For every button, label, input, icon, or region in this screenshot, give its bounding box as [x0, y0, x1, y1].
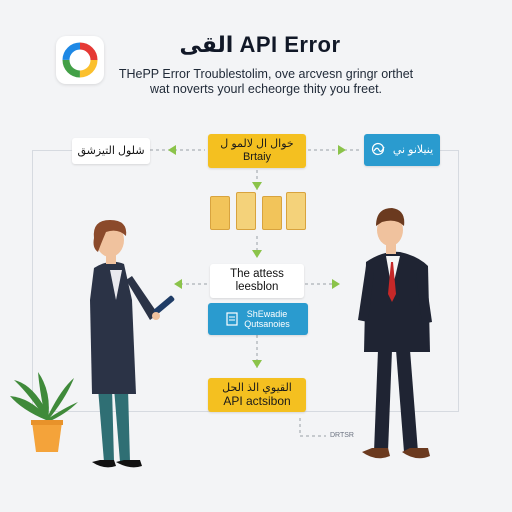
- frame-top-left-line: [32, 150, 72, 151]
- center-step-box: The attess leesblon: [210, 264, 304, 298]
- document-sheet: [236, 192, 256, 230]
- arrow-down-1: [252, 182, 262, 190]
- blue-mid-label-2: Qutsanoies: [244, 319, 290, 329]
- frame-right-line: [458, 150, 459, 412]
- document-sheet: [262, 196, 282, 230]
- bottom-step-label-1: القيوي الذ الحل: [222, 382, 292, 394]
- right-step-box: ينيلانو ني: [364, 134, 440, 166]
- blue-mid-text: ShEwadie Qutsanoies: [244, 309, 290, 329]
- subtitle-line-1: THePP Error Troublestolim, ove arcvesn g…: [118, 67, 414, 81]
- subtitle-line-2: wat noverts yourl echeorge thity you fre…: [149, 82, 383, 96]
- signature-icon: [371, 142, 387, 158]
- document-sheet: [286, 192, 306, 230]
- center-step-label-2: leesblon: [235, 281, 279, 293]
- arrow-to-top-box: [338, 145, 346, 155]
- arrow-to-left-box: [168, 145, 176, 155]
- page-title: القى API Error: [179, 32, 341, 57]
- left-step-box: شلول التيزشق: [72, 138, 150, 164]
- document-icon: [226, 311, 238, 327]
- ring-logo-icon: [56, 36, 104, 84]
- footnote-caption: DRTSR: [330, 432, 354, 439]
- top-step-label-1: خوال ال لالمو ل: [220, 138, 294, 150]
- documents-icon: [206, 192, 308, 234]
- blue-mid-label-1: ShEwadie: [246, 309, 288, 319]
- page-subtitle: THePP Error Troublestolim, ove arcvesn g…: [96, 67, 436, 97]
- frame-left-line: [32, 150, 33, 412]
- arrow-to-center-right: [332, 279, 340, 289]
- right-step-label: ينيلانو ني: [392, 143, 434, 156]
- top-step-label-2: Brtaiy: [242, 151, 272, 163]
- frame-top-right-line: [440, 150, 458, 151]
- arrow-down-2: [252, 250, 262, 258]
- left-step-label: شلول التيزشق: [77, 144, 145, 157]
- arrow-down-3: [252, 360, 262, 368]
- center-step-label-1: The attess: [230, 268, 284, 280]
- blue-mid-box: ShEwadie Qutsanoies: [208, 303, 308, 335]
- bottom-step-box: القيوي الذ الحل API actsibon: [208, 378, 306, 412]
- top-step-box: خوال ال لالمو ل Brtaiy: [208, 134, 306, 168]
- document-sheet: [210, 196, 230, 230]
- bottom-step-label-2: API actsibon: [223, 394, 291, 408]
- arrow-to-center-left: [174, 279, 182, 289]
